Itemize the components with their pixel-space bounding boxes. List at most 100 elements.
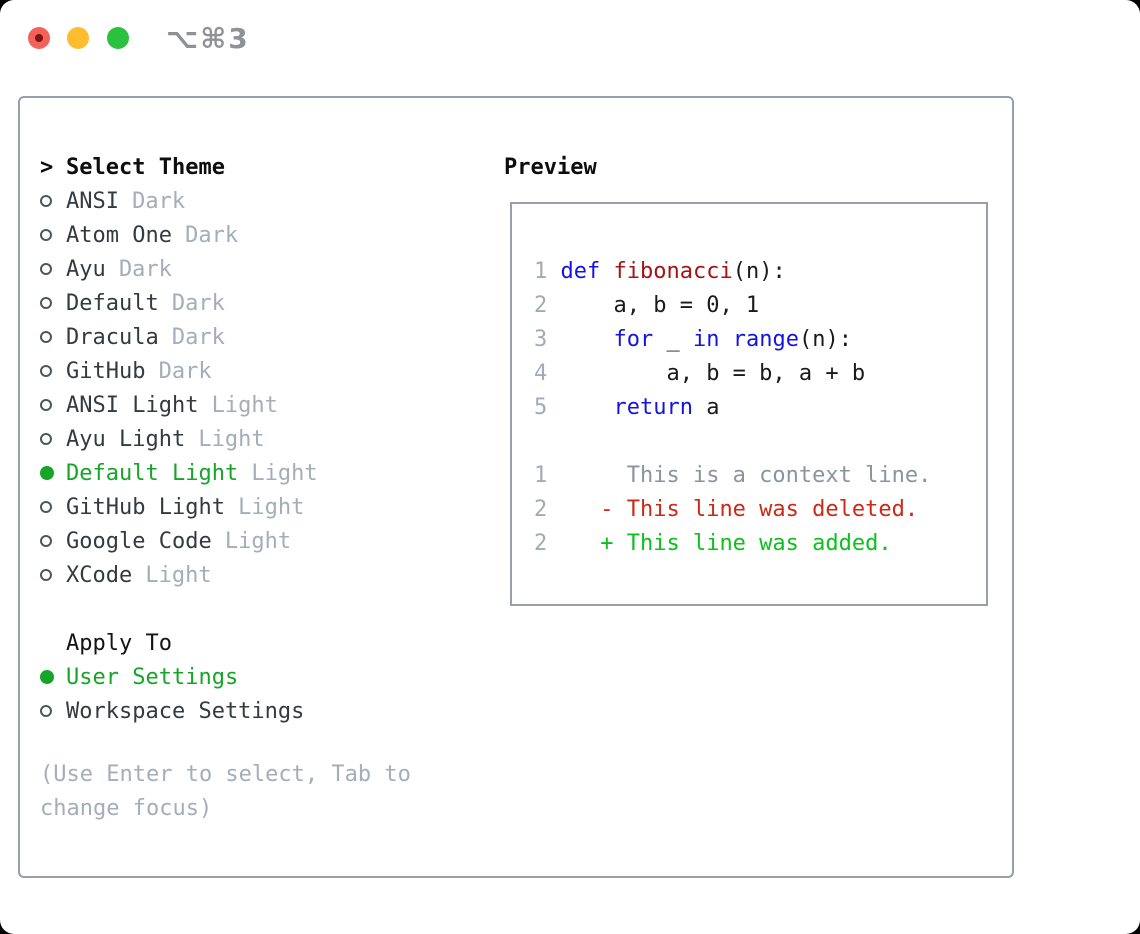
code-line: 5 return a: [534, 390, 931, 424]
line-number: 3: [534, 326, 561, 352]
theme-option-github[interactable]: GitHub Dark: [40, 354, 318, 388]
line-number: 2: [534, 530, 561, 556]
theme-variant-tag: Light: [238, 494, 305, 520]
code-token: def: [560, 258, 601, 284]
theme-variant-tag: Light: [145, 562, 212, 588]
apply-to-header: Apply To: [40, 626, 304, 660]
radio-icon: [40, 399, 52, 411]
theme-option-ansi-light[interactable]: ANSI Light Light: [40, 388, 318, 422]
radio-icon: [40, 297, 52, 309]
theme-option-ayu[interactable]: Ayu Dark: [40, 252, 318, 286]
radio-selected-icon: [40, 466, 54, 480]
code-line: 1 def fibonacci(n):: [534, 254, 931, 288]
theme-name: Ayu Light: [66, 426, 186, 452]
code-token: - This line was deleted.: [560, 496, 919, 522]
code-token: for: [613, 326, 654, 352]
line-number: 5: [534, 394, 561, 420]
window-title: ⌥⌘3: [166, 22, 250, 55]
theme-option-xcode[interactable]: XCode Light: [40, 558, 318, 592]
code-line: 4 a, b = b, a + b: [534, 356, 931, 390]
theme-name: XCode: [66, 562, 133, 588]
theme-variant-tag: Light: [198, 426, 265, 452]
theme-name: Atom One: [66, 222, 172, 248]
radio-icon: [40, 331, 52, 343]
code-line: 1 This is a context line.: [534, 458, 931, 492]
radio-icon: [40, 195, 52, 207]
theme-name: Default Light: [66, 460, 239, 486]
theme-option-ansi[interactable]: ANSI Dark: [40, 184, 318, 218]
code-token: in: [692, 326, 720, 352]
line-number: 2: [534, 496, 561, 522]
line-number: 4: [534, 360, 561, 386]
code-line: 3 for _ in range(n):: [534, 322, 931, 356]
code-token: (n):: [732, 258, 786, 284]
radio-icon: [40, 705, 52, 717]
code-token: a: [692, 394, 720, 420]
line-number: 2: [534, 292, 561, 318]
theme-variant-tag: Dark: [171, 290, 225, 316]
radio-icon: [40, 229, 52, 241]
theme-list-header: > Select Theme: [40, 150, 318, 184]
apply-option-label: User Settings: [66, 664, 239, 690]
theme-variant-tag: Light: [211, 392, 278, 418]
code-line: 2 - This line was deleted.: [534, 492, 931, 526]
code-line: 2 a, b = 0, 1: [534, 288, 931, 322]
theme-variant-tag: Dark: [158, 358, 212, 384]
apply-option-workspace-settings[interactable]: Workspace Settings: [40, 694, 304, 728]
code-token: fibonacci: [613, 258, 733, 284]
preview-title: Preview: [504, 154, 597, 180]
radio-icon: [40, 365, 52, 377]
theme-list-title: Select Theme: [66, 154, 225, 180]
apply-option-user-settings[interactable]: User Settings: [40, 660, 304, 694]
code-token: return: [613, 394, 693, 420]
theme-name: Default: [66, 290, 159, 316]
code-token: a, b = b, a + b: [560, 360, 866, 386]
code-token: [719, 327, 732, 352]
apply-option-label: Workspace Settings: [66, 698, 305, 724]
theme-name: ANSI Light: [66, 392, 199, 418]
prompt-icon: >: [40, 154, 54, 180]
theme-name: ANSI: [66, 188, 119, 214]
theme-variant-tag: Dark: [185, 222, 239, 248]
line-number: 1: [534, 462, 561, 488]
theme-variant-tag: Dark: [118, 256, 172, 282]
code-token: [561, 327, 614, 352]
code-token: range: [732, 326, 799, 352]
radio-icon: [40, 569, 52, 581]
theme-variant-tag: Light: [224, 528, 292, 554]
theme-option-ayu-light[interactable]: Ayu Light Light: [40, 422, 318, 456]
theme-option-default[interactable]: Default Dark: [40, 286, 318, 320]
code-line: [534, 424, 931, 458]
radio-icon: [40, 263, 52, 275]
radio-icon: [40, 501, 52, 513]
theme-name: Ayu: [66, 256, 106, 282]
radio-icon: [40, 433, 52, 445]
radio-icon: [40, 535, 52, 547]
apply-to-title: Apply To: [66, 630, 172, 656]
help-text: (Use Enter to select, Tab to change focu…: [40, 762, 411, 821]
theme-name: Dracula: [66, 324, 159, 350]
code-token: _: [653, 326, 693, 352]
code-line: 2 + This line was added.: [534, 526, 931, 560]
theme-name: GitHub Light: [66, 494, 225, 520]
close-button[interactable]: [28, 27, 50, 49]
line-number: 1: [534, 258, 561, 284]
theme-name: GitHub: [66, 358, 146, 384]
zoom-button[interactable]: [107, 27, 129, 49]
code-token: This is a context line.: [560, 462, 932, 488]
radio-selected-icon: [40, 670, 54, 684]
theme-variant-tag: Dark: [132, 188, 186, 214]
line-number: [534, 429, 561, 454]
theme-option-github-light[interactable]: GitHub Light Light: [40, 490, 318, 524]
minimize-button[interactable]: [67, 27, 89, 49]
theme-option-atom-one[interactable]: Atom One Dark: [40, 218, 318, 252]
